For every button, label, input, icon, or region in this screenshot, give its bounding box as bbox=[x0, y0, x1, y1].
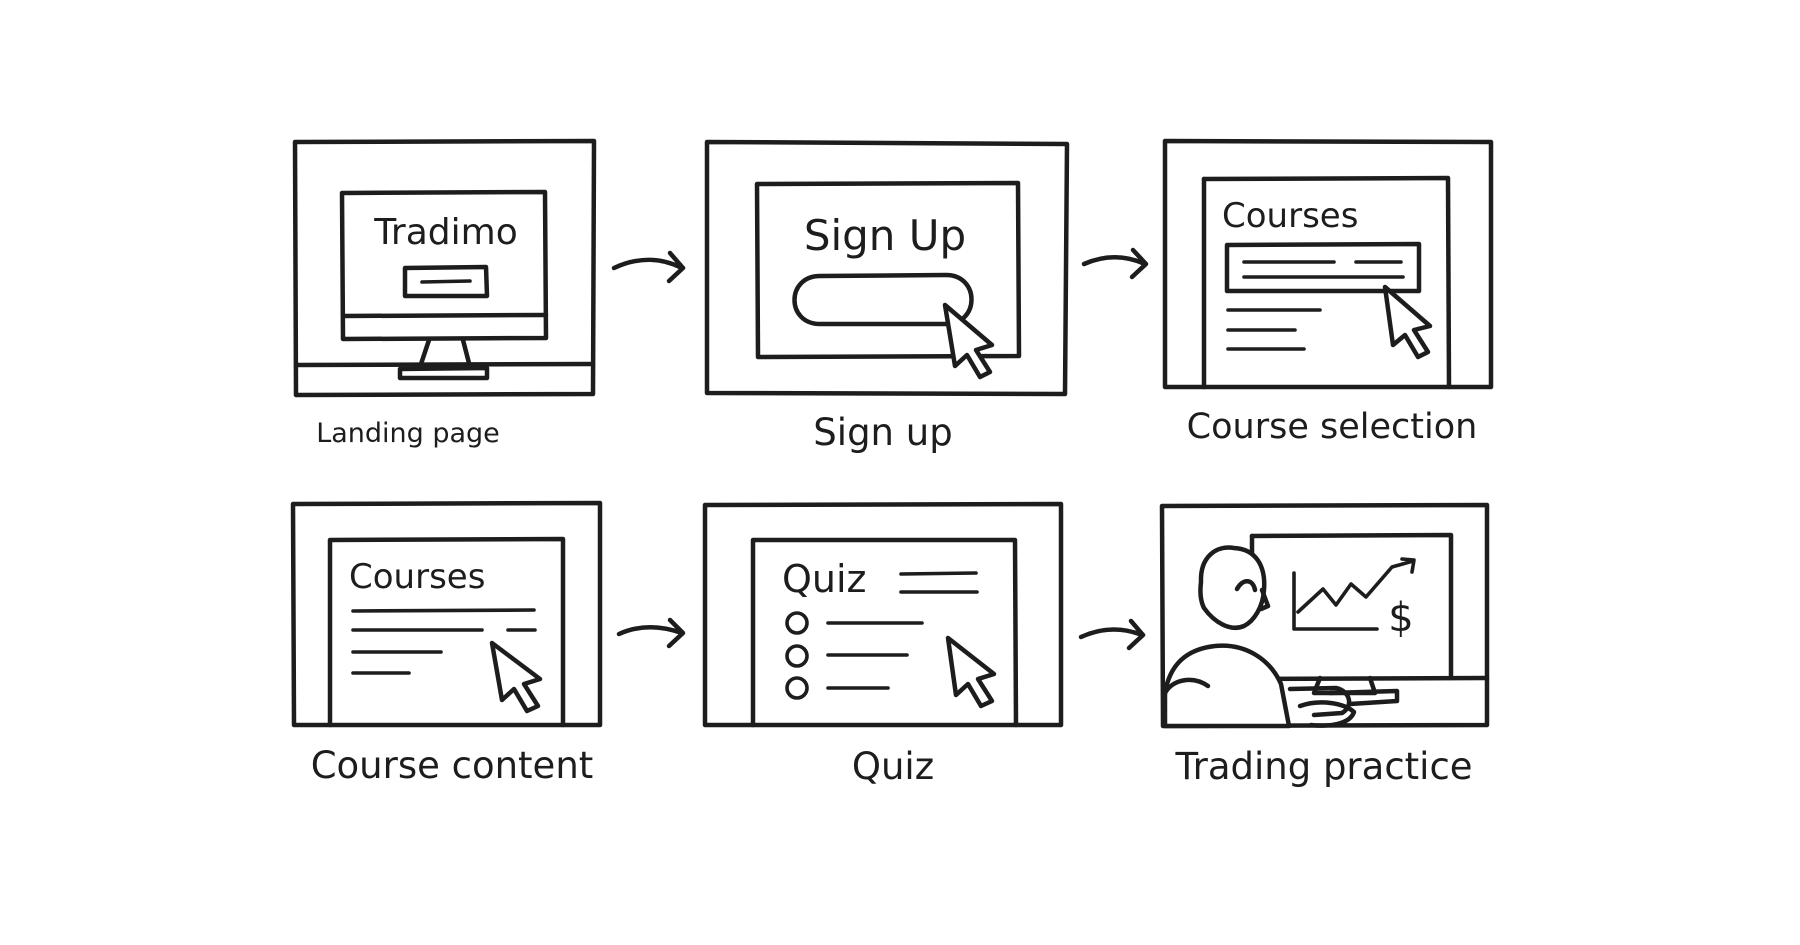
radio-option-icon bbox=[785, 676, 809, 700]
trend-chart-icon bbox=[1292, 557, 1416, 631]
panel-sign-up: Sign Up Sign up bbox=[704, 139, 1070, 454]
radio-option-icon bbox=[785, 644, 809, 668]
dialog-box bbox=[754, 180, 1022, 360]
cursor-arrow-icon bbox=[1382, 284, 1433, 360]
dollar-symbol: $ bbox=[1388, 595, 1413, 641]
step-caption: Trading practice bbox=[1174, 745, 1472, 788]
desk-line bbox=[293, 361, 596, 368]
panel-frame bbox=[1159, 502, 1490, 729]
cursor-arrow-icon bbox=[489, 640, 543, 714]
step-caption: Landing page bbox=[316, 418, 500, 449]
panel-frame bbox=[290, 500, 603, 728]
panel-frame bbox=[1162, 138, 1494, 390]
right-arrow-icon bbox=[616, 617, 686, 649]
screen-title: Courses bbox=[1222, 196, 1358, 236]
browser-window bbox=[1201, 175, 1452, 390]
person-icon bbox=[1162, 545, 1400, 729]
right-arrow-icon bbox=[611, 250, 686, 284]
panel-frame bbox=[704, 139, 1070, 397]
screen-title: Tradimo bbox=[373, 212, 518, 253]
step-caption: Course content bbox=[311, 744, 594, 787]
panel-course-selection: Courses Course selection bbox=[1162, 138, 1494, 447]
monitor-icon bbox=[339, 189, 549, 381]
right-arrow-icon bbox=[1078, 618, 1146, 651]
step-caption: Sign up bbox=[813, 411, 952, 454]
panel-landing-page: Tradimo Landing page bbox=[292, 138, 597, 449]
cta-button bbox=[402, 264, 490, 299]
screen-title: Sign Up bbox=[804, 211, 966, 260]
monitor-icon bbox=[1249, 532, 1454, 696]
panel-trading-practice: $ Trading practice bbox=[1159, 502, 1490, 788]
screen-title: Courses bbox=[349, 557, 485, 597]
panel-frame bbox=[292, 138, 597, 398]
selected-course-row bbox=[1224, 241, 1422, 294]
screen-title: Quiz bbox=[782, 557, 867, 601]
radio-option-icon bbox=[785, 611, 809, 635]
step-caption: Quiz bbox=[852, 745, 934, 788]
browser-window bbox=[750, 537, 1019, 728]
cursor-arrow-icon bbox=[942, 302, 995, 380]
right-arrow-icon bbox=[1081, 247, 1149, 280]
cursor-arrow-icon bbox=[945, 635, 997, 709]
panel-quiz: Quiz Quiz bbox=[702, 501, 1064, 788]
step-caption: Course selection bbox=[1187, 407, 1478, 447]
browser-window bbox=[327, 536, 566, 728]
panel-frame bbox=[702, 501, 1064, 728]
panel-course-content: Courses Course content bbox=[290, 500, 603, 787]
